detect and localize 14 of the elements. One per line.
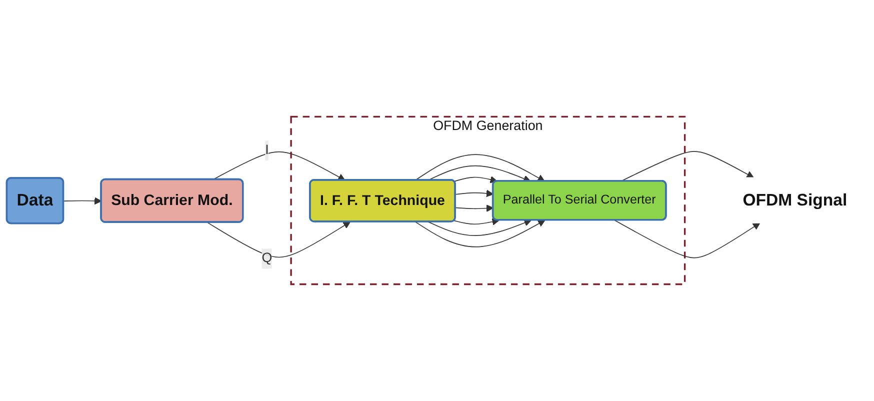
arrow [455, 204, 494, 212]
arrow [212, 151, 346, 181]
edge-label: Q [262, 251, 272, 266]
arrow [428, 219, 532, 236]
arrow [614, 220, 760, 258]
arrow [454, 176, 498, 184]
arrow [414, 154, 545, 182]
arrow [63, 197, 102, 205]
arrow [414, 220, 546, 248]
arrow [455, 190, 494, 198]
arrow [454, 218, 500, 226]
node-text: OFDM Signal [742, 191, 848, 210]
edge-label: I [265, 143, 269, 158]
arrow [206, 222, 351, 258]
